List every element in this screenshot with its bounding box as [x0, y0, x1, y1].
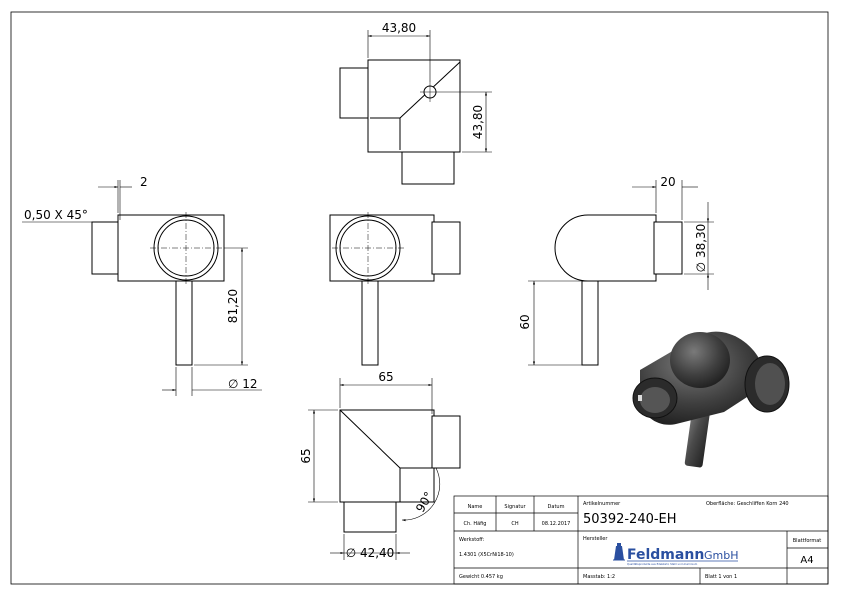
front-dim-post-length: 81,20	[226, 289, 240, 323]
bottom-dims	[308, 378, 441, 560]
side-dim-dia: ∅ 38,30	[694, 224, 708, 273]
front-dim-post-dia: ∅ 12	[228, 377, 258, 391]
bottom-dim-dia: ∅ 42,40	[346, 546, 395, 560]
tb-manufacturer-label: Hersteller	[583, 536, 608, 542]
sheet-border	[10, 11, 829, 585]
tb-name-header: Name	[468, 504, 483, 510]
bottom-dim-height: 65	[299, 448, 313, 463]
front-dim-chamfer: 0,50 X 45°	[24, 208, 88, 222]
top-dim-height: 43,80	[471, 105, 485, 139]
side-view	[554, 214, 683, 366]
side-dims	[528, 180, 714, 366]
brand-logo: Feldmann GmbH Qualitätsprodukte aus Edel…	[613, 543, 739, 566]
tb-sheet: Blatt 1 von 1	[705, 574, 737, 580]
tb-surface: Oberfläche: Geschliffen Korn 240	[706, 501, 789, 507]
top-view	[339, 59, 461, 185]
tb-material-label: Werkstoff:	[459, 537, 485, 543]
product-3d-render	[632, 331, 790, 468]
side-dim-height: 60	[518, 314, 532, 329]
tb-article-number: 50392-240-EH	[583, 512, 677, 527]
front-view	[91, 212, 225, 366]
brand-name: Feldmann	[627, 547, 704, 563]
tb-weight: Gewicht 0.457 kg	[459, 574, 503, 580]
bottom-dim-width: 65	[378, 370, 393, 384]
front-dim-gap: 2	[140, 175, 148, 189]
tb-article-label: Artikelnummer	[583, 501, 621, 507]
brand-suffix: GmbH	[704, 549, 739, 562]
tb-date-header: Datum	[548, 504, 565, 510]
rear-view	[329, 212, 461, 366]
top-dim-width: 43,80	[382, 21, 416, 35]
tb-signature-header: Signatur	[504, 504, 526, 510]
tb-format-value: A4	[800, 555, 813, 566]
bottom-view	[339, 409, 461, 533]
brand-tagline: Qualitätsprodukte aus Edelstahl, Stahl u…	[627, 562, 698, 566]
front-dims	[22, 180, 262, 396]
top-dims	[367, 30, 492, 153]
side-dim-width: 20	[660, 175, 675, 189]
tb-date-value: 08.12.2017	[542, 521, 571, 527]
title-block	[453, 495, 829, 585]
lighthouse-icon	[613, 543, 625, 561]
tb-signature-value: CH	[511, 521, 518, 527]
tb-material-value: 1.4301 (X5CrNi18-10)	[459, 552, 514, 558]
tb-format-label: Blattformat	[793, 538, 822, 544]
tb-name-value: Ch. Häfig	[464, 521, 487, 527]
tb-scale: Masstab: 1:2	[583, 574, 615, 580]
